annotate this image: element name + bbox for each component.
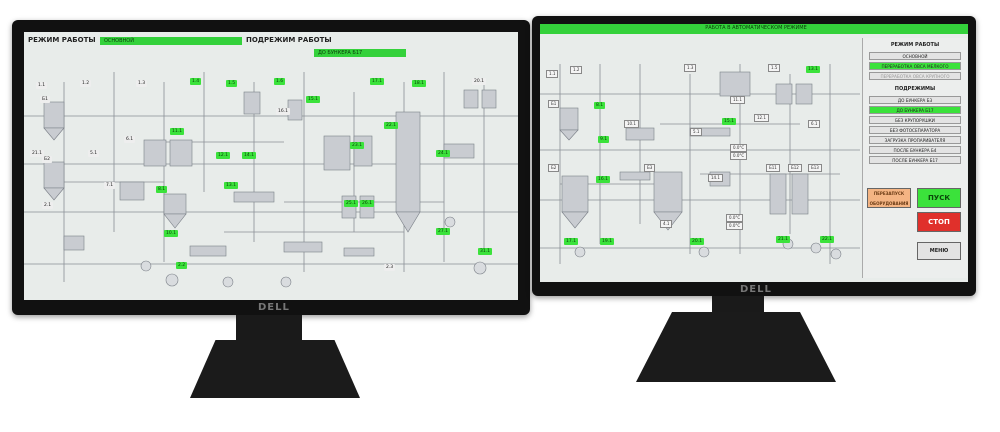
equipment-tag[interactable]: 25.1 xyxy=(344,200,359,207)
equipment-tag[interactable]: 20.1 xyxy=(472,78,487,85)
equipment-tag[interactable]: 1.6 xyxy=(274,78,286,85)
equipment-tag[interactable]: 15.1 xyxy=(722,118,737,125)
equipment-tag[interactable]: Б11 xyxy=(766,164,780,172)
equipment-tag[interactable]: 11.1 xyxy=(730,96,745,104)
mode-large-oats-button[interactable]: ПЕРЕРАБОТКА ОВСА КРУПНОГО xyxy=(869,72,961,80)
equipment-tag[interactable]: 12.1 xyxy=(216,152,231,159)
equipment-tag[interactable]: 14.1 xyxy=(242,152,257,159)
equipment-tag[interactable]: 31.1 xyxy=(478,248,493,255)
submode-b17-button[interactable]: ДО БУНКЕРА Б17 xyxy=(869,106,961,114)
equipment-tag[interactable]: 14.1 xyxy=(708,174,723,182)
panel-mode-title: РЕЖИМ РАБОТЫ xyxy=(890,42,940,48)
submode-steamer-load-button[interactable]: ЗАГРУЗКА ПРОПАРИВАТЕЛЯ xyxy=(869,136,961,144)
equipment-tag[interactable]: 2.1 xyxy=(42,202,54,209)
right-process-diagram xyxy=(540,64,860,264)
equipment-tag[interactable]: 10.1 xyxy=(164,230,179,237)
equipment-tag[interactable]: 21.1 xyxy=(30,150,45,157)
equipment-tag[interactable]: 20.1 xyxy=(690,238,705,245)
equipment-tag[interactable]: 13.1 xyxy=(806,66,821,73)
equipment-tag[interactable]: 1.3 xyxy=(684,64,697,72)
equipment-tag[interactable]: 19.1 xyxy=(600,238,615,245)
equipment-tag[interactable]: 15.1 xyxy=(306,96,321,103)
left-monitor: РЕЖИМ РАБОТЫ ОСНОВНОЙ ПОДРЕЖИМ РАБОТЫ ДО… xyxy=(12,20,530,315)
right-stand-base xyxy=(636,312,836,382)
equipment-tag[interactable]: 1.2 xyxy=(80,80,92,87)
equipment-tag[interactable]: Б12 xyxy=(788,164,802,172)
mode-value[interactable]: ОСНОВНОЙ xyxy=(100,37,242,45)
submode-after-b17-button[interactable]: ПОСЛЕ БУНКЕРА Б17 xyxy=(869,156,961,164)
control-panel: РЕЖИМ РАБОТЫ ОСНОВНОЙ ПЕРЕРАБОТКА ОВСА М… xyxy=(862,38,967,278)
submode-no-huller-button[interactable]: БЕЗ КРУПОРУШКИ xyxy=(869,116,961,124)
equipment-tag[interactable]: 6.1 xyxy=(808,120,821,128)
menu-button[interactable]: МЕНЮ xyxy=(917,242,961,260)
equipment-tag[interactable]: 24.1 xyxy=(436,150,451,157)
equipment-tag[interactable]: 1.1 xyxy=(546,70,559,78)
equipment-tag[interactable]: 9.1 xyxy=(598,136,610,143)
left-screen: РЕЖИМ РАБОТЫ ОСНОВНОЙ ПОДРЕЖИМ РАБОТЫ ДО… xyxy=(24,32,518,300)
stop-button[interactable]: СТОП xyxy=(917,212,961,232)
equipment-tag[interactable]: Б3 xyxy=(644,164,656,172)
equipment-tag[interactable]: 16.1 xyxy=(276,108,291,115)
equipment-tag[interactable]: 8.1 xyxy=(594,102,606,109)
equipment-tag[interactable]: 22.1 xyxy=(820,236,835,243)
equipment-tag[interactable]: 1.5 xyxy=(226,80,238,87)
temperature-readout: 0.0°C xyxy=(726,222,744,230)
equipment-tag[interactable]: Б1 xyxy=(40,96,50,103)
submode-no-photosorter-button[interactable]: БЕЗ ФОТОСЕПАРАТОРА xyxy=(869,126,961,134)
equipment-tag[interactable]: 2.3 xyxy=(384,264,396,271)
left-process-diagram xyxy=(24,72,518,288)
mode-small-oats-button[interactable]: ПЕРЕРАБОТКА ОВСА МЕЛКОГО xyxy=(869,62,961,70)
equipment-tag[interactable]: 27.1 xyxy=(436,228,451,235)
equipment-tag[interactable]: 23.1 xyxy=(350,142,365,149)
equipment-tag[interactable]: 1.2 xyxy=(570,66,583,74)
submode-value[interactable]: ДО БУНКЕРА Б17 xyxy=(314,49,406,57)
submode-label: ПОДРЕЖИМ РАБОТЫ xyxy=(246,36,332,44)
equipment-tag[interactable]: Б1 xyxy=(548,100,560,108)
equipment-tag[interactable]: 4.1 xyxy=(660,220,673,228)
start-button[interactable]: ПУСК xyxy=(917,188,961,208)
equipment-tag[interactable]: 1.3 xyxy=(136,80,148,87)
panel-submode-title: ПОДРЕЖИМЫ xyxy=(894,86,936,92)
equipment-tag[interactable]: 16.1 xyxy=(596,176,611,183)
equipment-tag[interactable]: 2.2 xyxy=(176,262,188,269)
equipment-tag[interactable]: 1.5 xyxy=(768,64,781,72)
right-screen: РАБОТА В АВТОМАТИЧЕСКОМ РЕЖИМЕ xyxy=(540,24,968,282)
submode-b3-button[interactable]: ДО БУНКЕРА Б3 xyxy=(869,96,961,104)
submode-after-b4-button[interactable]: ПОСЛЕ БУНКЕРА Б4 xyxy=(869,146,961,154)
temperature-readout: 0.0°C xyxy=(730,144,748,152)
temperature-readout: 0.0°C xyxy=(730,152,748,160)
equipment-tag[interactable]: 17.1 xyxy=(564,238,579,245)
equipment-tag[interactable]: 8.1 xyxy=(156,186,168,193)
equipment-tag[interactable]: 26.1 xyxy=(360,200,375,207)
equipment-tag[interactable]: 1.4 xyxy=(190,78,202,85)
equipment-tag[interactable]: 17.1 xyxy=(370,78,385,85)
equipment-tag[interactable]: 21.1 xyxy=(776,236,791,243)
equipment-tag[interactable]: 12.1 xyxy=(754,114,769,122)
equipment-tag[interactable]: 1.1 xyxy=(36,82,48,89)
equipment-tag[interactable]: 5.1 xyxy=(88,150,100,157)
equipment-tag[interactable]: Б2 xyxy=(42,156,52,163)
mode-label: РЕЖИМ РАБОТЫ xyxy=(28,36,96,44)
equipment-tag[interactable]: Б2 xyxy=(548,164,560,172)
equipment-tag[interactable]: 22.1 xyxy=(384,122,399,129)
status-title: РАБОТА В АВТОМАТИЧЕСКОМ РЕЖИМЕ xyxy=(540,24,968,34)
dell-logo: DELL xyxy=(258,302,290,313)
equipment-tag[interactable]: 10.1 xyxy=(624,120,639,128)
equipment-tag[interactable]: 7.1 xyxy=(104,182,116,189)
equipment-tag[interactable]: 5.1 xyxy=(690,128,703,136)
right-monitor: РАБОТА В АВТОМАТИЧЕСКОМ РЕЖИМЕ xyxy=(532,16,976,296)
restart-equipment-button[interactable]: ПЕРЕЗАПУСК ОБОРУДОВАНИЯ xyxy=(867,188,911,208)
dell-logo: DELL xyxy=(740,284,772,295)
equipment-tag[interactable]: 11.1 xyxy=(170,128,185,135)
equipment-tag[interactable]: Б13 xyxy=(808,164,822,172)
equipment-tag[interactable]: 18.1 xyxy=(412,80,427,87)
temperature-readout: 0.0°C xyxy=(726,214,744,222)
equipment-tag[interactable]: 13.1 xyxy=(224,182,239,189)
mode-basic-button[interactable]: ОСНОВНОЙ xyxy=(869,52,961,60)
left-stand-base xyxy=(190,340,360,398)
equipment-tag[interactable]: 6.1 xyxy=(124,136,136,143)
